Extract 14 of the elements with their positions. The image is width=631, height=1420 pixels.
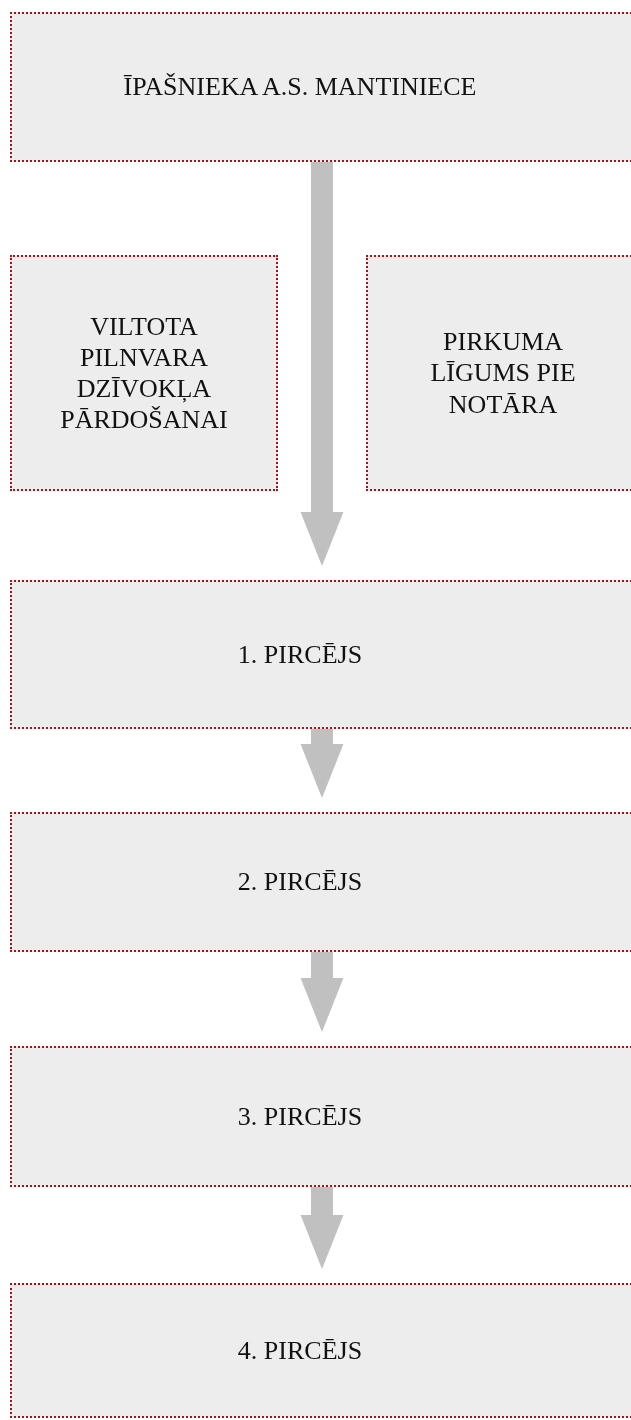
box-label: 1. PIRCĒJS [237,638,363,671]
process-box [10,255,278,491]
box-label: 2. PIRCĒJS [237,866,363,898]
process-box [366,255,631,491]
box-label: VILTOTA PILNVARA DZĪVOKĻA PĀRDOŠANAI [59,310,229,436]
process-box [10,812,631,952]
process-box [10,1046,631,1187]
process-box [10,580,631,729]
box-label: 4. PIRCĒJS [237,1334,363,1367]
box-label: ĪPAŠNIEKA A.S. MANTINIECE [123,71,477,103]
process-box [10,12,631,162]
process-box [10,1283,631,1418]
box-label: PIRKUMA LĪGUMS PIE NOTĀRA [429,326,577,420]
box-label: 3. PIRCĒJS [237,1100,363,1133]
